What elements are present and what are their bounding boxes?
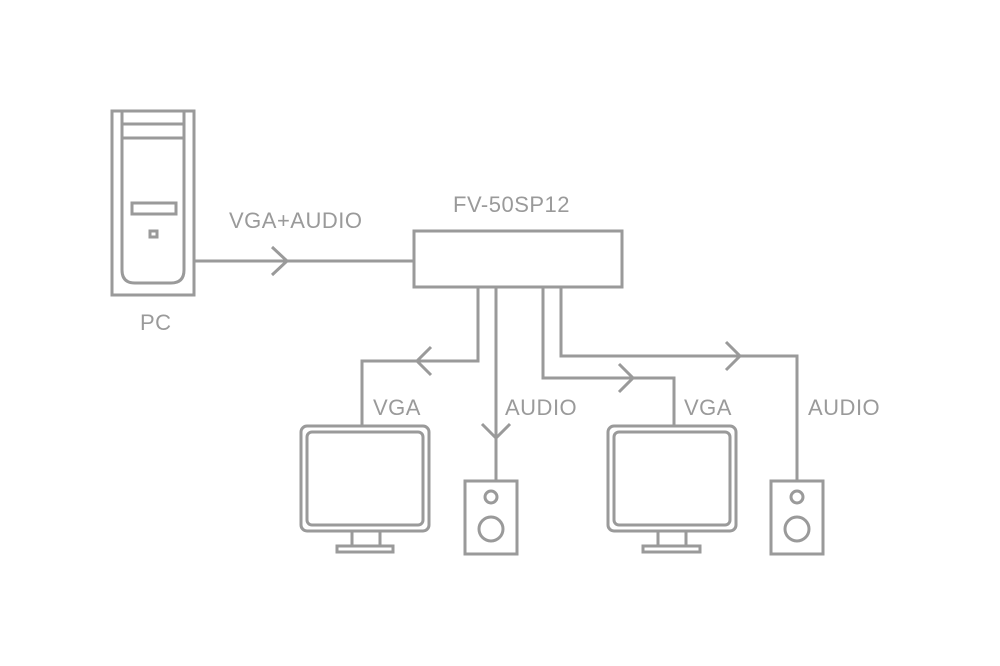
pc-tower-icon (110, 109, 196, 297)
monitor2-icon (606, 424, 738, 554)
arrow-down-icon (480, 422, 512, 441)
arrow-right-icon (617, 362, 636, 394)
speaker2-edge-label: AUDIO (808, 395, 880, 420)
switch-to-speaker2-connection (559, 287, 799, 481)
pc-to-switch-connection (194, 245, 414, 277)
switch-to-monitor2-connection (541, 287, 676, 426)
switch-box (412, 229, 624, 289)
speaker2-icon (769, 479, 825, 556)
monitor1-edge-label: VGA (373, 395, 421, 420)
switch-label: FV-50SP12 (453, 192, 570, 217)
speaker1-edge-label: AUDIO (505, 395, 577, 420)
speaker1-icon (463, 479, 519, 556)
arrow-left-icon (414, 345, 433, 377)
monitor2-edge-label: VGA (684, 395, 732, 420)
pc-switch-edge-label: VGA+AUDIO (229, 208, 362, 233)
arrow-right-icon (270, 245, 290, 277)
pc-label: PC (140, 310, 172, 335)
switch-to-speaker1-connection (480, 287, 512, 481)
monitor1-icon (299, 424, 431, 554)
switch-to-monitor1-connection (360, 287, 480, 426)
arrow-right-icon (724, 340, 743, 372)
